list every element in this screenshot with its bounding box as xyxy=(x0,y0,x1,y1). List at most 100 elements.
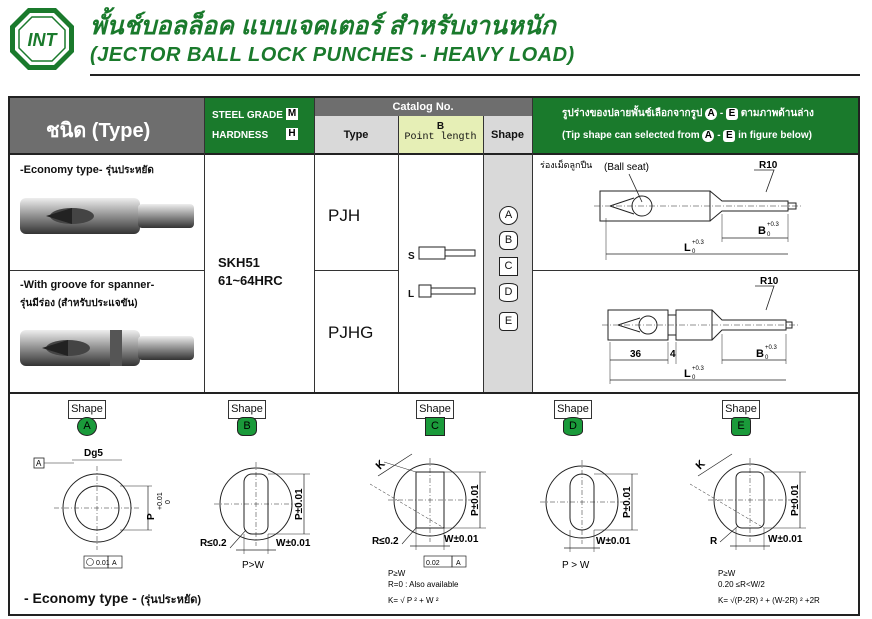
svg-text:R=0 : Also available: R=0 : Also available xyxy=(388,580,459,589)
svg-text:B: B xyxy=(758,225,766,237)
svg-text:+0.3: +0.3 xyxy=(692,366,705,372)
tip-shapes-panel: Shape A A Dg5 P +0.01 0 0.01 A Shape B P… xyxy=(8,394,860,616)
svg-text:P±0.01: P±0.01 xyxy=(622,486,633,518)
shape-a-drawing: A Dg5 P +0.01 0 0.01 A xyxy=(33,448,172,569)
tip-shape-thai: รูปร่างของปลายพั้นช์เลือกจากรูป A - E (T… xyxy=(562,108,814,120)
svg-text:R10: R10 xyxy=(760,276,779,287)
svg-text:L: L xyxy=(684,368,691,380)
type-pjhg: PJHG xyxy=(328,323,374,342)
svg-text:P>W: P>W xyxy=(242,560,265,571)
shape-b-drawing: P±0.01 W±0.01 R≤0.2 P>W xyxy=(200,462,311,571)
shape-a-badge: A xyxy=(499,206,518,225)
shape-a-label: Shape xyxy=(68,400,106,419)
shape-b-badge: B xyxy=(499,231,518,250)
ball-seat-en: (Ball seat) xyxy=(604,162,649,173)
logo-text: INT xyxy=(28,30,59,50)
svg-text:P > W: P > W xyxy=(562,560,590,571)
point-length-l: L xyxy=(408,289,415,300)
shape-c-badge: C xyxy=(499,257,518,276)
svg-text:P±0.01: P±0.01 xyxy=(470,484,481,516)
svg-text:4: 4 xyxy=(670,349,676,360)
col-shape-header: Shape xyxy=(483,116,532,153)
svg-text:+0.3: +0.3 xyxy=(692,240,705,246)
svg-text:W±0.01: W±0.01 xyxy=(768,534,803,545)
economy-punch-photo xyxy=(20,198,194,234)
svg-text:36: 36 xyxy=(630,349,642,360)
type-header-cell: ชนิด (Type) xyxy=(10,98,204,153)
shape-e-icon: E xyxy=(731,417,751,436)
hardness-value: 61~64HRC xyxy=(218,273,283,288)
col-type-header: Type xyxy=(314,116,398,153)
svg-text:R≤0.2: R≤0.2 xyxy=(200,538,227,549)
pjhg-dimension-drawing: R10 36 4 B +0.3 0 L +0.3 0 xyxy=(602,276,798,384)
svg-text:R: R xyxy=(710,536,718,547)
svg-text:L: L xyxy=(684,242,691,254)
svg-text:+0.3: +0.3 xyxy=(765,345,778,351)
shape-c-label: Shape xyxy=(416,400,454,419)
shape-b-icon: B xyxy=(237,417,257,436)
catalog-table: ชนิด (Type) STEEL GRADE M HARDNESS H Cat… xyxy=(8,96,860,394)
r10-label: R10 xyxy=(759,160,778,171)
svg-text:K: K xyxy=(694,458,708,472)
shape-e-badge: E xyxy=(499,312,518,331)
type-header: ชนิด (Type) xyxy=(46,120,151,142)
svg-text:P≥W: P≥W xyxy=(388,569,406,578)
svg-text:0: 0 xyxy=(165,500,172,504)
material: SKH51 xyxy=(218,255,260,270)
svg-text:P±0.01: P±0.01 xyxy=(294,488,305,520)
shape-d-drawing: P±0.01 W±0.01 P > W xyxy=(540,460,638,571)
grade-header-cell: STEEL GRADE M HARDNESS H xyxy=(204,98,314,153)
svg-text:0: 0 xyxy=(692,249,696,255)
shape-d-badge: D xyxy=(499,283,518,302)
catalog-no-header: Catalog No. xyxy=(314,98,532,116)
svg-text:0: 0 xyxy=(767,232,771,238)
economy-footer: - Economy type - (รุ่นประหยัด) xyxy=(24,590,202,606)
svg-text:A: A xyxy=(456,560,461,567)
int-logo: INT xyxy=(10,8,74,70)
tip-shape-header: รูปร่างของปลายพั้นช์เลือกจากรูป A - E (T… xyxy=(532,98,858,153)
hardness-label: HARDNESS xyxy=(212,130,269,141)
svg-text:B: B xyxy=(756,348,764,360)
page-title-thai: พั้นช์บอลล็อค แบบเจคเตอร์ สำหรับงานหนัก xyxy=(90,12,556,40)
hardness-key: H xyxy=(286,128,298,140)
svg-text:W±0.01: W±0.01 xyxy=(444,534,479,545)
tip-shape-english: (Tip shape can selected from A - E in fi… xyxy=(562,130,812,142)
title-divider xyxy=(90,74,860,76)
type-pjh: PJH xyxy=(328,206,361,225)
svg-text:W±0.01: W±0.01 xyxy=(596,536,631,547)
svg-text:A: A xyxy=(36,459,42,468)
svg-text:K= √ P ² + W ²: K= √ P ² + W ² xyxy=(388,596,439,605)
ball-seat-th: ร่องเม็ดลูกปืน xyxy=(540,158,592,171)
row2-type-th: รุ่นมีร่อง (สำหรับประแจขัน) xyxy=(20,298,138,309)
row1-type: -Economy type- รุ่นประหยัด xyxy=(20,164,154,176)
shape-d-icon: D xyxy=(563,417,583,436)
shape-e-drawing: K P±0.01 W±0.01 R P≥W 0.20 ≤R<W/2 K= √(P… xyxy=(689,453,820,605)
svg-text:P: P xyxy=(146,513,157,520)
svg-text:R≤0.2: R≤0.2 xyxy=(372,536,399,547)
svg-text:0.20 ≤R<W/2: 0.20 ≤R<W/2 xyxy=(718,580,765,589)
svg-text:K: K xyxy=(374,458,388,472)
svg-text:0: 0 xyxy=(765,355,769,361)
svg-text:Dg5: Dg5 xyxy=(84,448,103,459)
svg-text:K= √(P-2R) ² + (W-2R) ² +2R: K= √(P-2R) ² + (W-2R) ² +2R xyxy=(718,596,820,605)
svg-text:P±0.01: P±0.01 xyxy=(790,484,801,516)
shape-a-icon: A xyxy=(77,417,97,436)
shape-c-icon: C xyxy=(425,417,445,436)
svg-text:A: A xyxy=(112,560,117,567)
svg-text:+0.3: +0.3 xyxy=(767,222,780,228)
point-l-icon xyxy=(418,284,476,298)
steel-grade-key: M xyxy=(286,108,298,120)
shape-e-label: Shape xyxy=(722,400,760,419)
svg-text:P≥W: P≥W xyxy=(718,569,736,578)
page-title-english: (JECTOR BALL LOCK PUNCHES - HEAVY LOAD) xyxy=(90,44,575,66)
svg-text:0.01: 0.01 xyxy=(96,560,110,567)
svg-text:0: 0 xyxy=(692,375,696,381)
point-length-s: S xyxy=(408,251,415,262)
svg-text:0.02: 0.02 xyxy=(426,560,440,567)
col-point-length-header: B Point length xyxy=(398,116,483,153)
shape-c-drawing: K P±0.01 W±0.01 R≤0.2 0.02 A P≥W R=0 : A… xyxy=(369,453,486,605)
groove-punch-photo xyxy=(20,330,194,366)
pjh-dimension-drawing: ร่องเม็ดลูกปืน (Ball seat) R10 B +0.3 0 … xyxy=(540,158,802,260)
steel-grade-label: STEEL GRADE xyxy=(212,110,283,121)
svg-text:+0.01: +0.01 xyxy=(157,492,164,510)
